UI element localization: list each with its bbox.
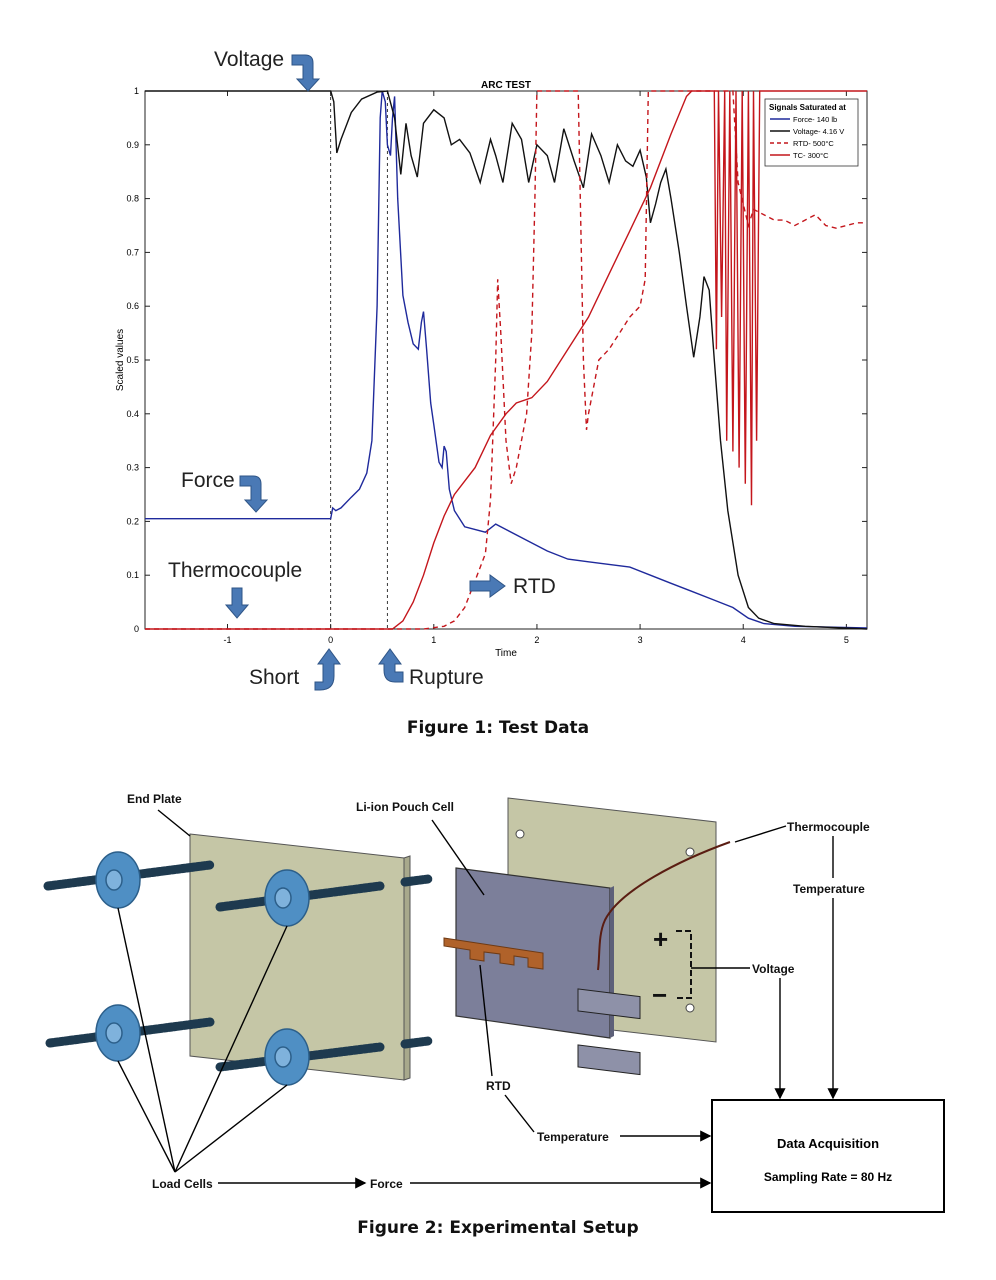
arc-test-chart: -1 0 1 2 3 4 5 0 0.1 0.2 0.3 0.4 0.5 0.6 0.7 0.8 0.9 1 AR… [115,48,868,691]
y-tick-label: 0.7 [126,247,139,257]
series-line-1 [145,90,868,630]
y-tick-label: 0.4 [126,409,139,419]
legend-entry: Force- 140 lb [793,115,837,124]
positive-tab [577,988,641,1020]
x-axis-label: Time [495,648,517,659]
series-line-2 [145,90,867,630]
force-arrow [239,475,269,513]
end-plate [189,833,411,1081]
label-rtd: RTD [486,1079,511,1093]
y-axis-label: Scaled values [115,329,126,391]
x-tick-label: 5 [844,635,849,645]
figure2-caption: Figure 2: Experimental Setup [357,1218,639,1238]
daq-rate: Sampling Rate = 80 Hz [764,1170,892,1184]
y-tick-label: 0.1 [126,570,139,580]
voltage-arrow [291,54,321,92]
annotation-rtd: RTD [513,575,556,598]
pouch-cell [455,867,641,1076]
annotations: Voltage Force Thermocouple RTD Short Rup… [168,48,556,689]
x-tick-label: 2 [534,635,539,645]
x-tick-label: 0 [328,635,333,645]
minus-sign: − [652,980,667,1010]
annotation-force: Force [181,469,235,492]
y-tick-label: 0.8 [126,194,139,204]
series-line-3 [145,90,867,630]
load-cells [95,851,310,1086]
x-tick-label: 3 [638,635,643,645]
series-group [145,90,868,630]
y-tick-label: 0.3 [126,463,139,473]
annotation-voltage: Voltage [214,48,284,71]
y-tick-label: 0.6 [126,301,139,311]
annotation-thermocouple: Thermocouple [168,559,302,582]
legend-entry: RTD- 500°C [793,139,834,148]
data-acquisition-box: Data Acquisition Sampling Rate = 80 Hz [711,1099,945,1213]
rtd-arrow [469,574,506,598]
label-voltage: Voltage [752,962,795,976]
connector-lines [117,809,839,1189]
diagram-labels: End Plate Li-ion Pouch Cell Thermocouple… [127,792,870,1191]
experimental-setup-diagram: + − Data Acquisition Sampling Rate = 80 … [43,792,945,1213]
label-end-plate: End Plate [127,792,182,806]
legend-entry: Voltage- 4.16 V [793,127,844,136]
thermocouple-wire [597,841,731,971]
annotation-rupture: Rupture [409,666,484,689]
plus-sign: + [653,924,668,954]
annotation-arrows [224,54,506,691]
rtd-sensor [443,937,544,970]
axis-ticks: -1 0 1 2 3 4 5 0 0.1 0.2 0.3 0.4 0.5 0.6 0.7 0.8 0.9 1 [126,86,867,645]
label-temperature-top: Temperature [793,882,865,896]
short-arrow [314,648,341,691]
x-tick-label: 4 [741,635,746,645]
label-force: Force [370,1177,403,1191]
x-tick-label: 1 [431,635,436,645]
figure1-caption-html: Figure 1: Test Data [406,718,590,738]
label-load-cells: Load Cells [152,1177,213,1191]
x-tick-label: -1 [224,635,232,645]
thermocouple-arrow [224,587,250,619]
label-thermocouple: Thermocouple [787,820,870,834]
label-pouch-cell: Li-ion Pouch Cell [356,800,454,814]
y-tick-label: 0 [134,624,139,634]
daq-title: Data Acquisition [777,1136,879,1151]
legend-entry: TC- 300°C [793,151,829,160]
negative-tab [577,1044,641,1076]
y-tick-label: 1 [134,86,139,96]
annotation-short: Short [249,666,299,689]
y-tick-label: 0.9 [126,140,139,150]
y-tick-label: 0.5 [126,355,139,365]
series-line-0 [145,90,868,629]
voltage-bracket [676,930,692,999]
y-tick-label: 0.2 [126,516,139,526]
chart-title: ARC TEST [481,80,531,91]
legend-title: Signals Saturated at [769,103,846,112]
rupture-arrow [378,648,404,683]
legend: Signals Saturated at Force- 140 lb Voltag… [764,98,859,167]
label-temperature-bottom: Temperature [537,1130,609,1144]
